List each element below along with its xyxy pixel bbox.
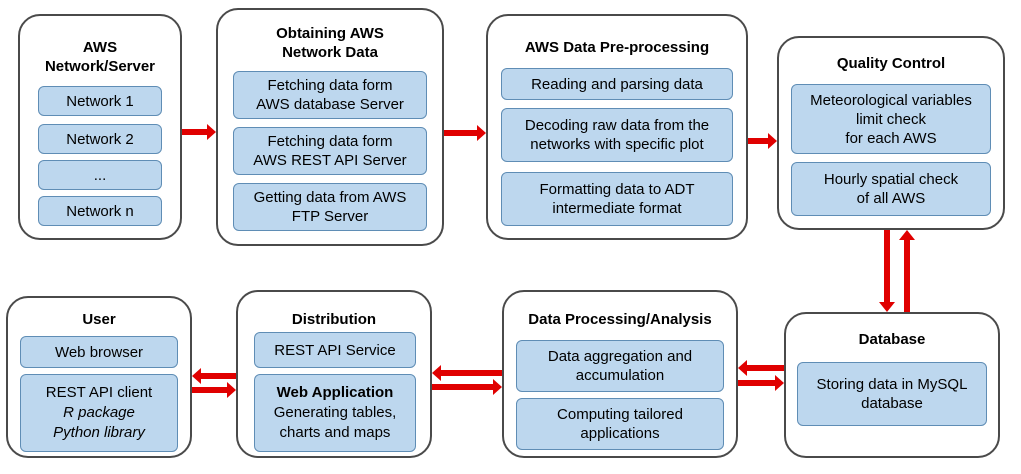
database-title: Database: [858, 331, 926, 348]
mysql-box: Storing data in MySQL database: [797, 362, 987, 426]
decoding-box: Decoding raw data from the networks with…: [501, 108, 733, 162]
python-library-label: Python library: [53, 424, 145, 441]
network-ellipsis-box: ...: [38, 160, 162, 190]
arrow-network-to-obtaining: [182, 124, 216, 140]
network-1-box: Network 1: [38, 86, 162, 116]
distribution-title: Distribution: [291, 311, 377, 328]
rest-api-service-box: REST API Service: [254, 332, 416, 368]
spatial-check-box: Hourly spatial check of all AWS: [791, 162, 991, 216]
tailored-apps-box: Computing tailored applications: [516, 398, 724, 450]
aggregation-box: Data aggregation and accumulation: [516, 340, 724, 392]
web-application-desc: Generating tables, charts and maps: [273, 404, 397, 441]
network-n-box: Network n: [38, 196, 162, 226]
arrow-database-to-analysis: [738, 360, 784, 376]
arrow-preprocessing-to-quality: [748, 133, 777, 149]
rest-api-client-box: REST API client R package Python library: [20, 374, 178, 452]
arrow-obtaining-to-preprocessing: [444, 125, 486, 141]
preprocessing-title: AWS Data Pre-processing: [524, 39, 710, 56]
quality-title: Quality Control: [836, 55, 946, 72]
arrow-quality-to-database: [879, 230, 895, 312]
reading-parsing-box: Reading and parsing data: [501, 68, 733, 100]
arrow-analysis-to-database: [738, 375, 784, 391]
user-title: User: [82, 311, 116, 328]
arrow-analysis-to-distribution: [432, 365, 502, 381]
rest-api-client-label: REST API client: [45, 384, 153, 401]
r-package-label: R package: [63, 404, 135, 421]
formatting-box: Formatting data to ADT intermediate form…: [501, 172, 733, 226]
fetch-db-box: Fetching data form AWS database Server: [233, 71, 427, 119]
fetch-ftp-box: Getting data from AWS FTP Server: [233, 183, 427, 231]
web-application-box: Web Application Generating tables, chart…: [254, 374, 416, 452]
obtaining-title: Obtaining AWS Network Data: [276, 25, 384, 61]
web-browser-box: Web browser: [20, 336, 178, 368]
arrow-database-to-quality: [899, 230, 915, 312]
arrow-distribution-to-analysis: [432, 379, 502, 395]
arrow-user-to-distribution: [192, 382, 236, 398]
network-2-box: Network 2: [38, 124, 162, 154]
arrow-distribution-to-user: [192, 368, 236, 384]
limit-check-box: Meteorological variables limit check for…: [791, 84, 991, 154]
fetch-rest-box: Fetching data form AWS REST API Server: [233, 127, 427, 175]
web-application-title: Web Application: [276, 384, 394, 401]
analysis-title: Data Processing/Analysis: [528, 311, 712, 328]
aws-network-title: AWS Network/Server: [44, 39, 156, 75]
